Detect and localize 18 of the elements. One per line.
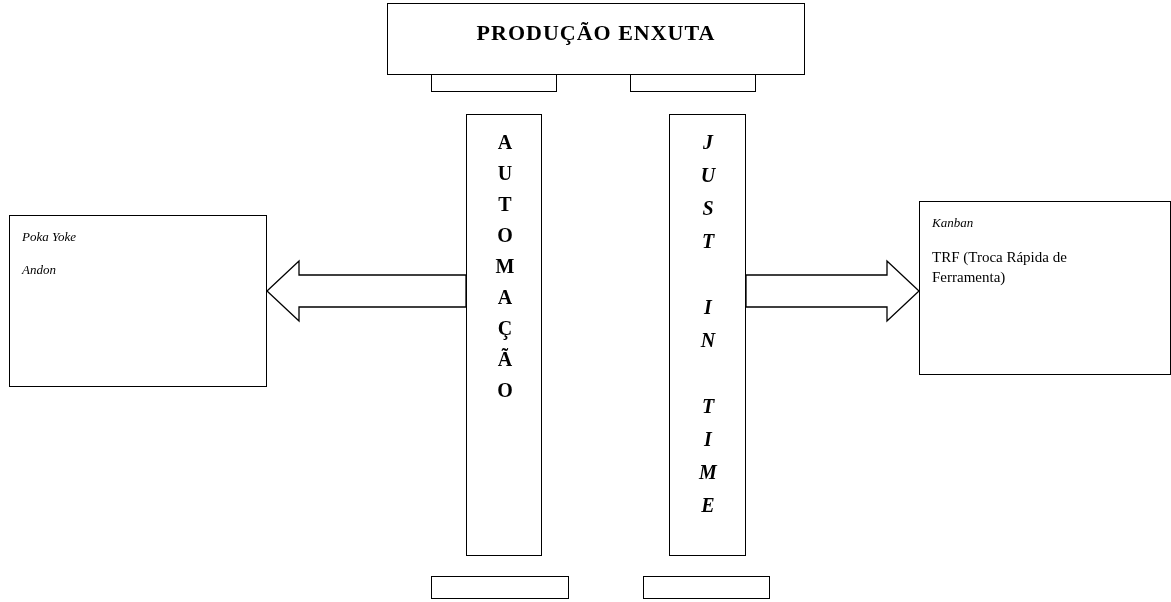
title-text: PRODUÇÃO ENXUTA: [475, 20, 717, 46]
plinth-block: [630, 74, 756, 92]
text-box: [9, 215, 267, 387]
box-text: Poka Yoke: [22, 228, 78, 246]
pillar-label: JUST IN TIME: [696, 131, 719, 527]
box-text: TRF (Troca Rápida de Ferramenta): [932, 248, 1068, 288]
plinth-block: [643, 576, 770, 599]
block-arrow: [745, 259, 920, 323]
box-text: Andon: [22, 261, 57, 279]
block-arrow: [266, 259, 467, 323]
roof-box: [387, 3, 805, 75]
box-text: Kanban: [932, 214, 975, 232]
pillar-label: AUTOMAÇÃO: [493, 131, 516, 410]
plinth-block: [431, 74, 557, 92]
pillar: [466, 114, 542, 556]
pillar: [669, 114, 746, 556]
plinth-block: [431, 576, 569, 599]
text-box: [919, 201, 1171, 375]
